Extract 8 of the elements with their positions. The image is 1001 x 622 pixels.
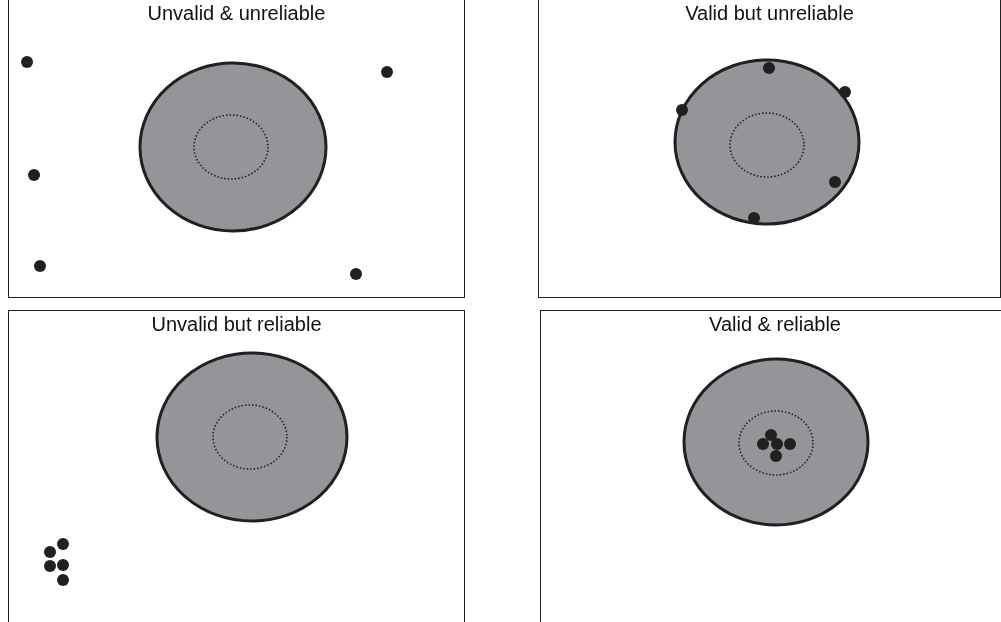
panel-title: Valid & reliable <box>709 313 841 336</box>
panel <box>538 0 1001 298</box>
panel-title: Unvalid & unreliable <box>147 2 326 25</box>
panel <box>540 310 1001 622</box>
panel-title: Unvalid but reliable <box>151 313 322 336</box>
panel <box>8 0 465 298</box>
panel-title: Valid but unreliable <box>685 2 854 25</box>
panel <box>8 310 465 622</box>
